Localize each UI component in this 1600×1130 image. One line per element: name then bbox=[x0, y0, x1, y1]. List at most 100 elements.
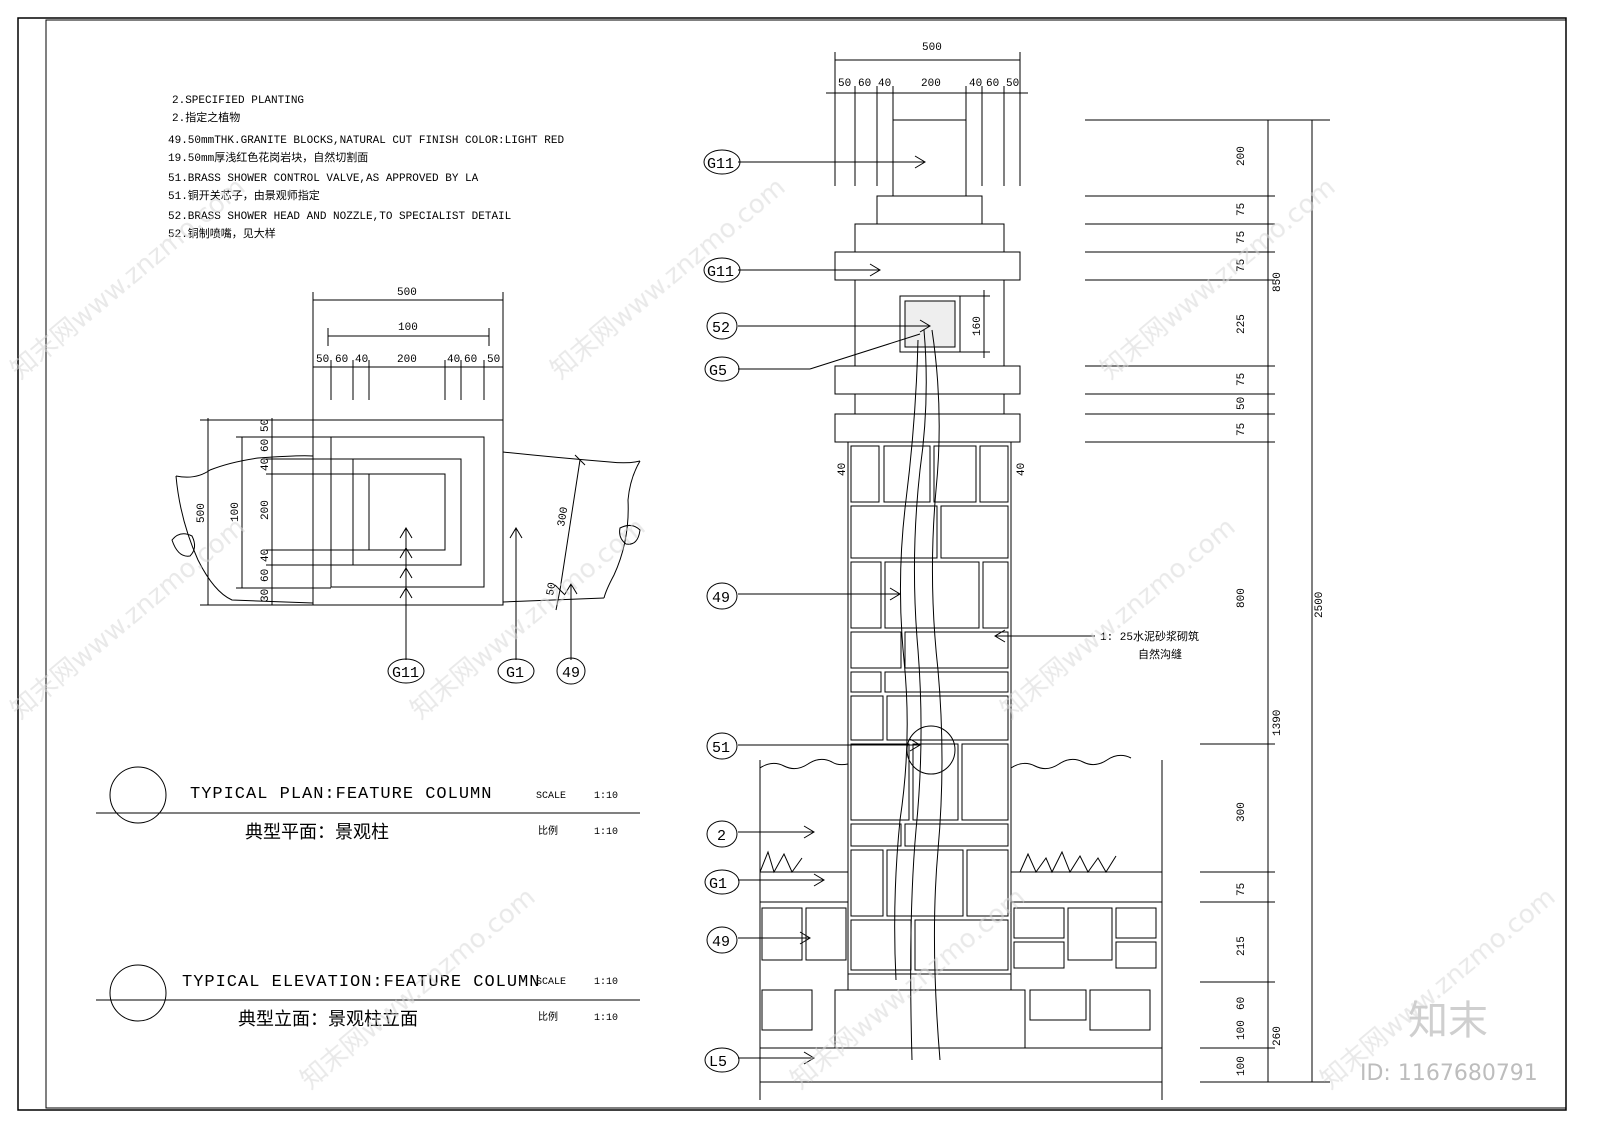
scale-label: SCALE bbox=[536, 791, 566, 802]
elev-dim: 200 bbox=[921, 78, 941, 90]
title-plan: TYPICAL PLAN:FEATURE COLUMN 典型平面：景观柱 SCA… bbox=[96, 766, 640, 843]
plan-dim-left-outer: 500 bbox=[196, 503, 208, 523]
elev-dim-group: 1390 bbox=[1272, 710, 1284, 736]
plan-dim: 50 bbox=[316, 354, 329, 366]
elev-annotation: 自然沟缝 bbox=[1138, 647, 1182, 662]
note-line: 51.BRASS SHOWER CONTROL VALVE,AS APPROVE… bbox=[168, 173, 479, 185]
scale-value: 1:10 bbox=[594, 977, 618, 988]
elev-dim: 50 bbox=[1006, 78, 1019, 90]
elev-dim-right: 800 bbox=[1236, 588, 1248, 608]
elev-dim-right: 100 bbox=[1236, 1056, 1248, 1076]
elev-dim: 40 bbox=[969, 78, 982, 90]
plan-dim: 60 bbox=[260, 569, 272, 582]
elev-tag: 52 bbox=[712, 320, 730, 337]
watermark-text: 知末网www.znzmo.com bbox=[5, 512, 251, 725]
notes-block: 2.SPECIFIED PLANTING 2.指定之植物 49.50mmTHK.… bbox=[168, 95, 564, 241]
elev-dim-right: 300 bbox=[1236, 802, 1248, 822]
elev-tag: G5 bbox=[709, 363, 727, 380]
plan-tag-g11: G11 bbox=[392, 665, 419, 682]
elev-dim-top: 500 bbox=[922, 42, 942, 54]
note-line: 52.铜制喷嘴，见大样 bbox=[168, 226, 276, 241]
plan-dim-50: 50 bbox=[545, 582, 559, 597]
plan-tag-49: 49 bbox=[562, 665, 580, 682]
elev-tag: 49 bbox=[712, 934, 730, 951]
note-line: 51.铜开关芯子，由景观师指定 bbox=[168, 188, 320, 203]
elev-dim-right: 200 bbox=[1236, 146, 1248, 166]
brand-logo: 知末 bbox=[1408, 998, 1488, 1044]
elev-dim-right: 100 bbox=[1236, 1020, 1248, 1040]
elev-dim-side: 40 bbox=[1016, 463, 1028, 476]
plan-dim: 40 bbox=[260, 458, 272, 471]
elevation-labels: 500 50 60 40 200 40 60 50 G11 G11 52 G5 … bbox=[707, 42, 1326, 1076]
elev-dim-group: 260 bbox=[1272, 1026, 1284, 1046]
note-line: 2.指定之植物 bbox=[172, 110, 240, 125]
elev-dim-right: 75 bbox=[1236, 373, 1248, 386]
elev-title-en: TYPICAL ELEVATION:FEATURE COLUMN bbox=[182, 973, 540, 992]
elev-title-cn: 典型立面：景观柱立面 bbox=[238, 1009, 418, 1030]
elev-dim-group: 850 bbox=[1272, 272, 1284, 292]
elev-dim: 40 bbox=[878, 78, 891, 90]
elev-dim-right: 75 bbox=[1236, 259, 1248, 272]
elev-dim-right: 225 bbox=[1236, 314, 1248, 334]
plan-dim: 200 bbox=[260, 500, 272, 520]
elev-tag: G11 bbox=[707, 156, 734, 173]
note-line: 52.BRASS SHOWER HEAD AND NOZZLE,TO SPECI… bbox=[168, 211, 511, 223]
elev-dim-box: 160 bbox=[972, 316, 984, 336]
plan-tag-g1: G1 bbox=[506, 665, 524, 682]
elev-tag: 51 bbox=[712, 740, 730, 757]
elev-tag: L5 bbox=[709, 1054, 727, 1071]
title-elevation: TYPICAL ELEVATION:FEATURE COLUMN 典型立面：景观… bbox=[96, 964, 640, 1030]
watermark-text: 知末网www.znzmo.com bbox=[785, 882, 1031, 1095]
elev-dim-right: 75 bbox=[1236, 423, 1248, 436]
id-label: ID: 1167680791 bbox=[1360, 1061, 1538, 1086]
elev-annotation: 1: 25水泥砂浆砌筑 bbox=[1100, 629, 1199, 644]
scale-value: 1:10 bbox=[594, 1013, 618, 1024]
plan-dim: 40 bbox=[447, 354, 460, 366]
scale-label-cn: 比例 bbox=[538, 824, 558, 838]
elev-dim: 60 bbox=[858, 78, 871, 90]
elev-dim-right: 75 bbox=[1236, 231, 1248, 244]
elevation-view bbox=[703, 52, 1330, 1100]
plan-dim: 50 bbox=[260, 419, 272, 432]
plan-dim: 50 bbox=[487, 354, 500, 366]
elev-dim-right: 60 bbox=[1236, 997, 1248, 1010]
plan-dim: 60 bbox=[464, 354, 477, 366]
plan-dim: 200 bbox=[397, 354, 417, 366]
watermark-text: 知末网www.znzmo.com bbox=[995, 512, 1241, 725]
watermark-text: 知末网www.znzmo.com bbox=[405, 512, 651, 725]
elev-dim-right: 75 bbox=[1236, 203, 1248, 216]
plan-dim: 60 bbox=[260, 439, 272, 452]
plan-view bbox=[171, 292, 641, 685]
plan-dim-left-inner: 100 bbox=[230, 502, 242, 522]
elev-tag: G1 bbox=[709, 876, 727, 893]
elev-tag: 2 bbox=[717, 828, 726, 845]
watermark-text: 知末网www.znzmo.com bbox=[5, 172, 251, 385]
elev-dim: 50 bbox=[838, 78, 851, 90]
elev-dim-total: 2500 bbox=[1314, 592, 1326, 618]
scale-label-cn: 比例 bbox=[538, 1010, 558, 1024]
elev-dim-right: 50 bbox=[1236, 397, 1248, 410]
plan-title-en: TYPICAL PLAN:FEATURE COLUMN bbox=[190, 785, 492, 804]
watermark: 知末网www.znzmo.com 知末网www.znzmo.com 知末网www… bbox=[5, 172, 1561, 1095]
plan-dim-inner: 100 bbox=[398, 322, 418, 334]
plan-title-cn: 典型平面：景观柱 bbox=[245, 822, 389, 843]
elev-dim-side: 40 bbox=[837, 463, 849, 476]
note-line: 2.SPECIFIED PLANTING bbox=[172, 95, 304, 107]
plan-dim-outer: 500 bbox=[397, 287, 417, 299]
scale-label: SCALE bbox=[536, 977, 566, 988]
elev-dim: 60 bbox=[986, 78, 999, 90]
watermark-text: 知末网www.znzmo.com bbox=[545, 172, 791, 385]
plan-dims: 500 100 50 60 40 200 40 60 50 500 100 50… bbox=[196, 287, 580, 682]
plan-dim: 40 bbox=[355, 354, 368, 366]
elev-tag: G11 bbox=[707, 264, 734, 281]
note-line: 49.50mmTHK.GRANITE BLOCKS,NATURAL CUT FI… bbox=[168, 135, 564, 147]
elev-dim-right: 75 bbox=[1236, 883, 1248, 896]
scale-value: 1:10 bbox=[594, 827, 618, 838]
elev-tag: 49 bbox=[712, 590, 730, 607]
plan-dim: 60 bbox=[335, 354, 348, 366]
plan-dim: 40 bbox=[260, 549, 272, 562]
note-line: 19.50mm厚浅红色花岗岩块，自然切割面 bbox=[168, 150, 368, 165]
plan-dim: 30 bbox=[260, 589, 272, 602]
plan-dim-300: 300 bbox=[556, 506, 571, 528]
